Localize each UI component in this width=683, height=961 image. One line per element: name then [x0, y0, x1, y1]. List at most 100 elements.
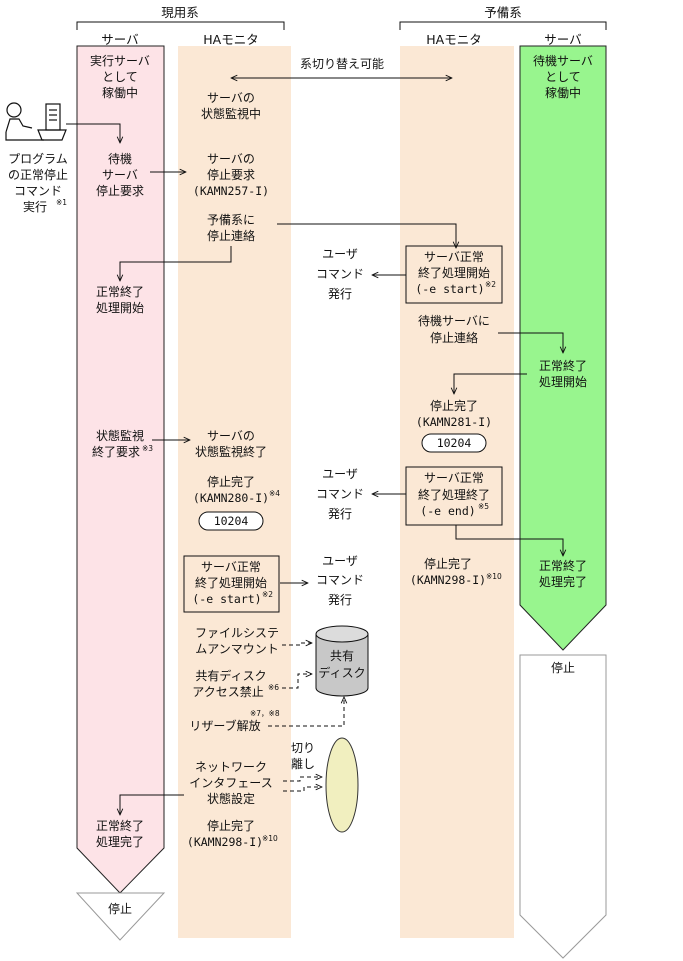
active-monitor-end-req-2: 終了要求	[92, 444, 140, 459]
user-cmd-right1-1: ユーザ	[322, 247, 358, 261]
program-stop-line1: プログラム	[8, 152, 68, 166]
ha-final-note: ※10	[262, 834, 278, 843]
detach-label-2: 離し	[291, 757, 315, 771]
active-server-running-2: として	[102, 70, 138, 84]
standby-cmd-end-2: 終了処理終了	[418, 487, 490, 502]
program-stop-line2: の正常停止	[8, 167, 68, 182]
detach-label-1: 切り	[291, 741, 315, 755]
standby-notify-2: 停止連絡	[430, 330, 478, 345]
ha-unmount-2: ムアンマウント	[195, 642, 279, 656]
active-group-label: 現用系	[161, 5, 199, 20]
user-cmd-right1-3: 発行	[328, 287, 352, 301]
ha-disk-deny-2: アクセス禁止	[192, 685, 263, 699]
active-normal-start-2: 処理開始	[96, 301, 144, 315]
ha-stop-request-2: 停止要求	[207, 167, 255, 182]
standby-ha-header: HAモニタ	[426, 32, 481, 47]
active-monitor-end-req-note: ※3	[142, 444, 153, 453]
standby-cmd-end-1: サーバ正常	[424, 471, 484, 485]
shared-disk-label-2: ディスク	[318, 665, 365, 680]
ha-net-3: 状態設定	[207, 791, 255, 806]
ha-stop-complete-note: ※4	[269, 489, 280, 498]
standby-normal-start-2: 処理開始	[539, 375, 587, 389]
active-stopped-label: 停止	[108, 901, 132, 916]
shared-disk-icon	[315, 625, 369, 697]
notify-active-server-arrow	[120, 246, 232, 281]
ha-net-1: ネットワーク	[195, 760, 267, 774]
ha-stop-request-1: サーバの	[207, 152, 255, 166]
ha-disk-deny-1: 共有ディスク	[195, 668, 266, 683]
program-stop-line4: 実行	[23, 199, 47, 214]
standby-group-label: 予備系	[484, 5, 522, 20]
ha-notify-2: 停止連絡	[207, 228, 255, 243]
standby-server-waiting-1: 待機サーバ	[533, 53, 593, 68]
active-stop-request-1: 待機	[108, 151, 132, 166]
ha-reserve: リザーブ解放	[189, 718, 260, 733]
standby-final-msg: (KAMN298-I)	[410, 573, 486, 587]
standby-stopped-label: 停止	[551, 660, 575, 675]
ha-disk-deny-note: ※6	[268, 683, 279, 692]
network-interface-icon	[325, 737, 359, 833]
standby-cmd-end-note: ※5	[478, 502, 489, 511]
standby-code-text: 10204	[437, 436, 472, 450]
shared-disk-label-1: 共有	[330, 649, 354, 663]
active-normal-done-2: 処理完了	[96, 834, 144, 849]
ha-notify-1: 予備系に	[207, 212, 255, 227]
standby-stop-complete: 停止完了	[430, 398, 478, 413]
active-server-stopped-shape	[75, 892, 166, 941]
ha-monitor-end-1: サーバの	[207, 429, 255, 443]
standby-cmd-start-2: 終了処理開始	[418, 265, 490, 280]
standby-server-header: サーバ	[544, 32, 581, 47]
ha-net-2: インタフェース	[189, 776, 272, 790]
switchover-label: 系切り替え可能	[300, 57, 384, 71]
ha-stop-complete-msg: (KAMN280-I)	[193, 491, 269, 505]
user-cmd-left-1: ユーザ	[322, 554, 358, 568]
user-cmd-left-2: コマンド	[316, 573, 364, 587]
ha-cmd-start-note: ※2	[262, 590, 273, 599]
standby-cmd-start-3: (-e start)	[415, 282, 484, 296]
net-arrow-lower	[283, 787, 322, 792]
active-monitor-end-req-1: 状態監視	[96, 428, 144, 443]
standby-server-waiting-2: として	[545, 70, 581, 84]
ha-monitoring-2: 状態監視中	[201, 106, 261, 121]
standby-end-arrow	[455, 525, 563, 556]
disk-deny-arrow	[282, 674, 312, 689]
operator-terminal-icon	[5, 102, 67, 141]
active-normal-start-1: 正常終了	[96, 284, 144, 299]
standby-normal-done-2: 処理完了	[539, 574, 587, 589]
ha-code-badge	[198, 511, 264, 531]
user-cmd-right2-2: コマンド	[316, 487, 364, 501]
ha-stop-complete: 停止完了	[207, 474, 255, 489]
standby-cmd-start-1: サーバ正常	[424, 250, 484, 264]
active-stop-request-2: サーバ	[102, 168, 138, 182]
user-cmd-right1-2: コマンド	[316, 267, 364, 281]
active-server-header: サーバ	[101, 32, 138, 47]
standby-normal-done-1: 正常終了	[539, 558, 587, 573]
ha-monitoring-1: サーバの	[207, 91, 255, 105]
ha-final: 停止完了	[207, 818, 255, 833]
standby-notify-arrow	[498, 332, 563, 353]
net-to-active-server-arrow	[120, 794, 184, 815]
standby-ha-column	[400, 46, 514, 938]
ha-final-msg: (KAMN298-I)	[187, 835, 263, 849]
ha-cmd-start-box	[183, 555, 280, 613]
standby-cmd-end-box	[405, 466, 503, 526]
ha-cmd-start-2: 終了処理開始	[195, 575, 267, 590]
standby-stop-complete-arrow	[454, 373, 527, 394]
notify-standby-arrow	[277, 223, 456, 248]
active-server-running-3: 稼働中	[102, 85, 138, 100]
standby-server-waiting-3: 稼働中	[545, 85, 581, 100]
ha-code-text: 10204	[214, 514, 249, 528]
ha-cmd-start-3: (-e start)	[192, 592, 261, 606]
ha-stop-request-msg: (KAMN257-I)	[193, 184, 269, 198]
standby-cmd-start-note: ※2	[485, 280, 496, 289]
standby-final: 停止完了	[424, 556, 472, 571]
active-server-column	[76, 45, 165, 894]
ha-monitor-end-2: 状態監視終了	[195, 444, 267, 459]
standby-cmd-end-3: (-e end)	[420, 504, 475, 518]
active-server-running-1: 実行サーバ	[90, 53, 150, 68]
user-cmd-right2-1: ユーザ	[322, 467, 358, 481]
program-stop-note: ※1	[56, 198, 67, 207]
user-cmd-right2-3: 発行	[328, 507, 352, 521]
user-cmd-left-3: 発行	[328, 593, 352, 607]
